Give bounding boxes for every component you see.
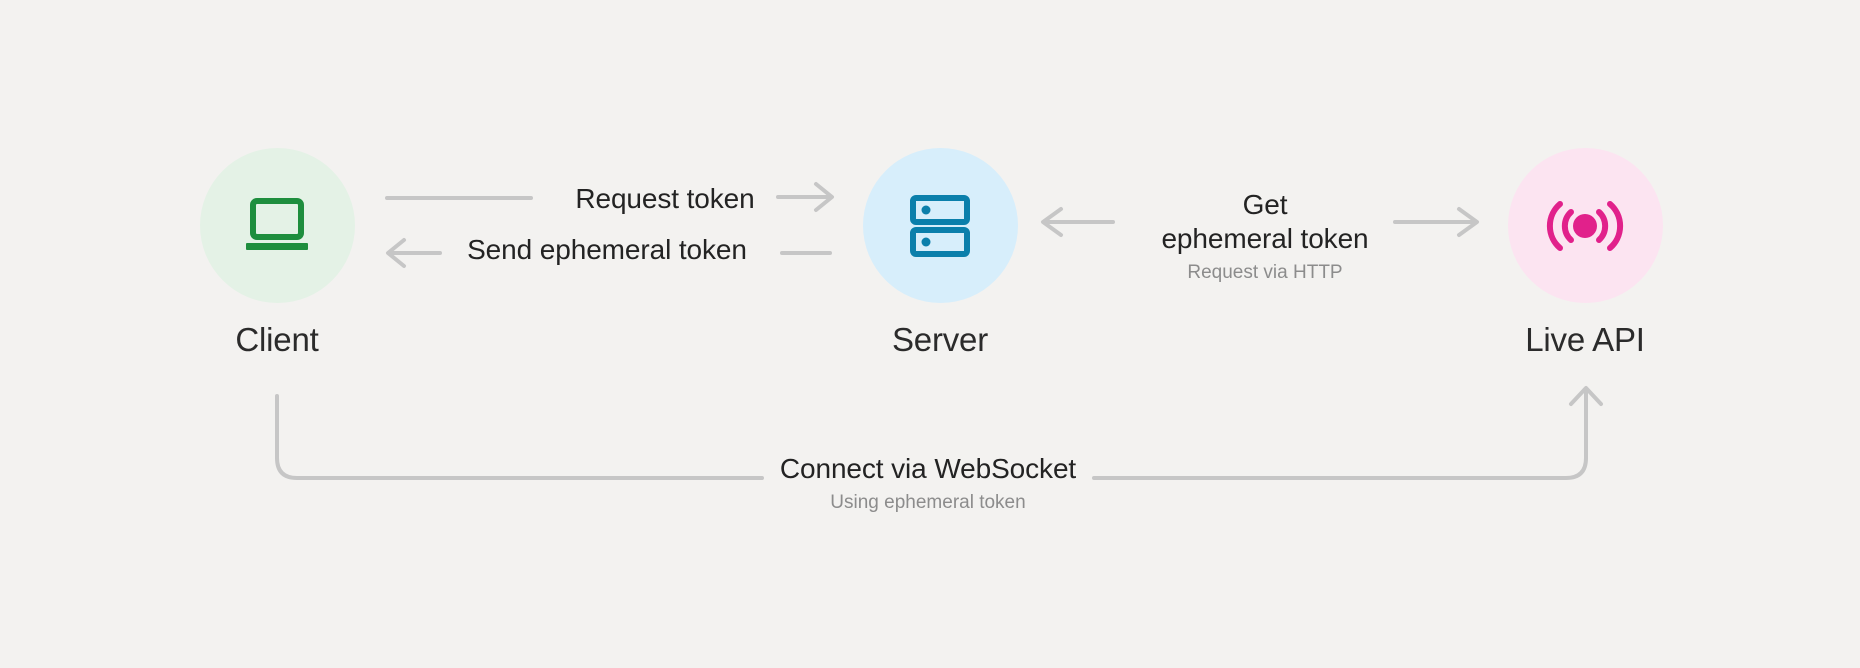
broadcast-icon	[1546, 200, 1624, 251]
server-icon	[910, 194, 970, 257]
connector-request-token: Request token	[555, 182, 775, 215]
get-token-arrow-left-icon	[1041, 207, 1115, 237]
request-token-arrow-right-icon	[776, 182, 834, 212]
node-live-api[interactable]: Live API	[1475, 148, 1695, 359]
node-client[interactable]: Client	[167, 148, 387, 359]
connector-request-token-label: Request token	[575, 183, 755, 214]
connector-connect-websocket: Connect via WebSocket Using ephemeral to…	[668, 452, 1188, 514]
get-token-arrow-right-icon	[1393, 207, 1479, 237]
node-server[interactable]: Server	[830, 148, 1050, 359]
connector-send-ephemeral-token: Send ephemeral token	[442, 233, 772, 266]
connector-send-ephemeral-token-label: Send ephemeral token	[467, 234, 747, 265]
server-bubble	[862, 148, 1018, 303]
send-token-arrow-left-icon	[386, 238, 442, 268]
connector-get-ephemeral-token-label-line2: ephemeral token	[1161, 222, 1369, 254]
request-token-line-left	[385, 196, 533, 200]
connector-connect-websocket-label: Connect via WebSocket	[779, 453, 1077, 484]
client-bubble	[199, 148, 355, 303]
connector-get-ephemeral-token: Get ephemeral token Request via HTTP	[1135, 188, 1395, 284]
live-api-bubble	[1507, 148, 1663, 303]
connector-get-ephemeral-token-label-line1: Get	[1242, 189, 1288, 220]
connector-connect-websocket-sublabel: Using ephemeral token	[830, 492, 1026, 514]
send-token-line-right	[780, 251, 832, 255]
laptop-icon	[246, 197, 308, 250]
connector-get-ephemeral-token-sublabel: Request via HTTP	[1187, 262, 1343, 284]
node-label-server: Server	[892, 321, 988, 358]
node-label-client: Client	[235, 321, 319, 358]
node-label-live-api: Live API	[1525, 321, 1645, 358]
